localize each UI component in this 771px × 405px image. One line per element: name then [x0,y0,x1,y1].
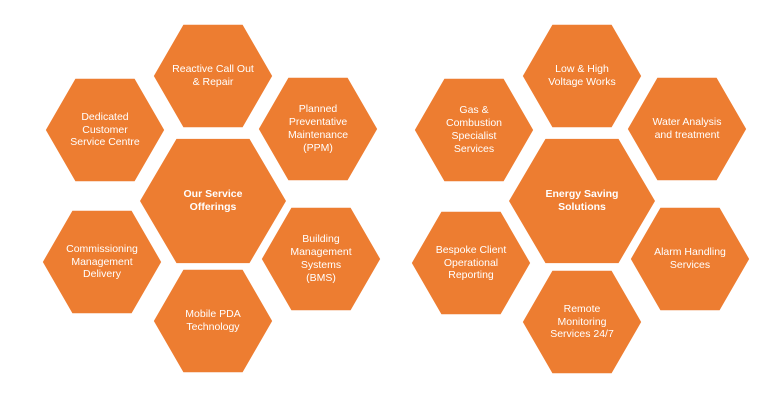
hexagon-our-service-offerings: Our Service Offerings [137,137,289,265]
hexagon-label: Bespoke Client Operational Reporting [435,243,507,282]
hexagon-bespoke-client-operational-reporting: Bespoke Client Operational Reporting [410,210,532,316]
hexagon-label: Energy Saving Solutions [545,188,619,213]
hexagon-building-management-systems: Building Management Systems (BMS) [260,206,382,312]
hexagon-label: Mobile PDA Technology [185,308,241,333]
hexagon-label: Planned Preventative Maintenance (PPM) [287,103,349,154]
hexagon-label: Commissioning Management Delivery [66,242,138,281]
hexagon-label: Remote Monitoring Services 24/7 [550,302,614,341]
hexagon-gas-combustion-specialist-services: Gas & Combustion Specialist Services [413,77,535,183]
hexagon-commissioning-management-delivery: Commissioning Management Delivery [41,209,163,315]
hexagon-low-high-voltage-works: Low & High Voltage Works [521,23,643,129]
hexagon-remote-monitoring-services: Remote Monitoring Services 24/7 [521,269,643,375]
hexagon-reactive-call-out: Reactive Call Out & Repair [152,23,274,129]
hexagon-mobile-pda-technology: Mobile PDA Technology [152,268,274,374]
hexagon-label: Building Management Systems (BMS) [290,233,352,284]
hexagon-label: Gas & Combustion Specialist Services [445,104,503,155]
hexagon-planned-preventative-maintenance: Planned Preventative Maintenance (PPM) [257,76,379,182]
hexagon-label: Low & High Voltage Works [548,63,616,88]
hexagon-label: Reactive Call Out & Repair [172,63,254,88]
hexagon-energy-saving-solutions: Energy Saving Solutions [506,137,658,265]
hexagon-label: Alarm Handling Services [654,246,726,271]
hexagon-alarm-handling-services: Alarm Handling Services [629,206,751,312]
hexagon-water-analysis: Water Analysis and treatment [626,76,748,182]
hexagon-label: Our Service Offerings [183,188,243,213]
hexagon-label: Water Analysis and treatment [652,116,722,141]
hexagon-label: Dedicated Customer Service Centre [70,110,140,149]
hexagon-dedicated-customer-service-centre: Dedicated Customer Service Centre [44,77,166,183]
